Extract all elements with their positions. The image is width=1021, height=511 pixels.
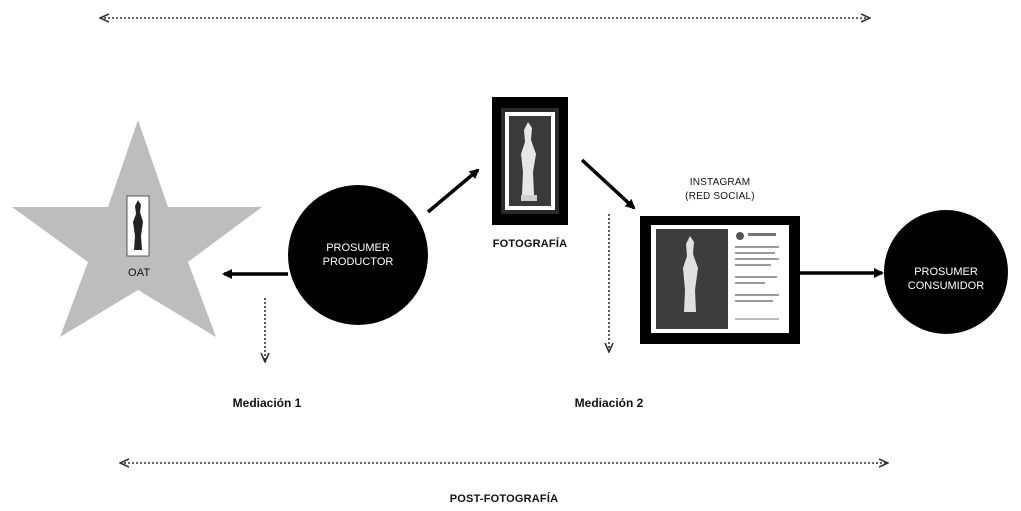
mediacion-1-label: Mediación 1 [232, 396, 302, 410]
prosumer-consumidor-node [884, 210, 1008, 334]
post-fotografia-label: POST-FOTOGRAFÍA [449, 493, 559, 505]
arrow-productor-to-fotografia [426, 168, 480, 214]
fotografia-label: FOTOGRAFÍA [492, 238, 568, 250]
arrow-fotografia-to-instagram [580, 158, 636, 210]
oat-label: OAT [128, 267, 151, 279]
prosumer-productor-label: PROSUMER PRODUCTOR [322, 242, 394, 268]
instagram-label: INSTAGRAM (RED SOCIAL) [685, 177, 755, 202]
mediacion-2-label: Mediación 2 [574, 396, 644, 410]
prosumer-consumidor-label: PROSUMER CONSUMIDOR [907, 266, 985, 292]
instagram-frame [640, 216, 800, 344]
fotografia-frame [492, 97, 568, 225]
oat-sculpture-image [126, 195, 150, 257]
prosumer-productor-node [288, 185, 428, 325]
